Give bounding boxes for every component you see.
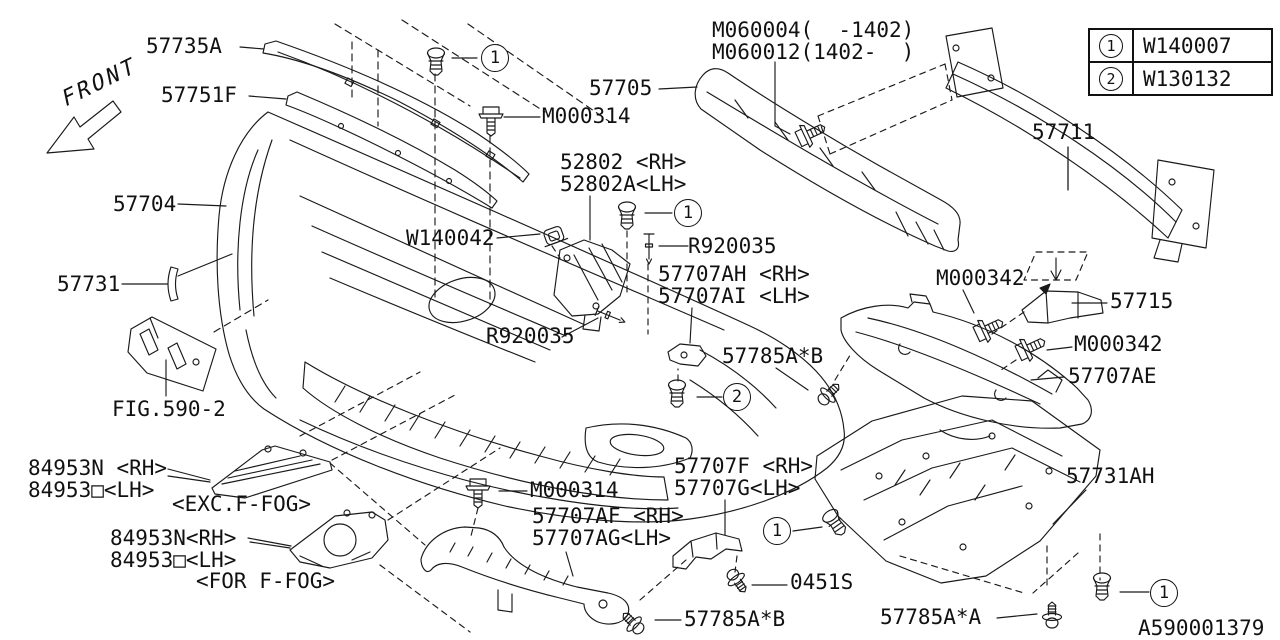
- part-label-57704: 57704: [113, 192, 177, 216]
- legend-table: 1 W140007 2 W130132: [1088, 28, 1273, 96]
- diagram-id: A590001379: [1138, 616, 1265, 640]
- part-label-57707AH-RH: 57707AH <RH>: [658, 262, 810, 286]
- front-arrow-icon: [46, 100, 122, 154]
- part-license-bracket: [127, 299, 269, 397]
- part-label-84953N-FOR-RH: 84953N<RH>: [110, 526, 237, 550]
- part-57735a-molding: [262, 40, 530, 183]
- part-label-M000314-top: M000314: [542, 104, 631, 128]
- part-57715-bracket: [1021, 283, 1108, 324]
- part-label-57785AB-1: 57785A*B: [722, 344, 824, 368]
- part-label-57731: 57731: [57, 272, 121, 296]
- legend-part-number-1: W140007: [1143, 33, 1232, 58]
- legend-callout-1: 1: [1099, 33, 1123, 58]
- part-label-57711: 57711: [1032, 120, 1096, 144]
- part-label-FIG-590-2: FIG.590-2: [112, 397, 226, 421]
- part-84953-cover-exc: [167, 371, 456, 499]
- part-label-57785AB-2: 57785A*B: [684, 607, 786, 631]
- legend-callout-cell-2: 2: [1090, 63, 1134, 94]
- part-label-57707AI-LH: 57707AI <LH>: [658, 284, 810, 308]
- part-label-52802-RH: 52802 <RH>: [560, 150, 687, 174]
- m060004-leader: [774, 61, 953, 155]
- legend-part-number-2: W130132: [1143, 66, 1232, 91]
- part-label-M000314-bottom: M000314: [530, 478, 619, 502]
- part-label-57785AA: 57785A*A: [880, 605, 982, 629]
- legend-row-1: 1 W140007: [1090, 30, 1271, 61]
- part-label-0451S: 0451S: [790, 570, 854, 594]
- part-57705-absorber: [694, 68, 961, 253]
- part-label-R920035-1: R920035: [688, 234, 777, 258]
- part-57704-bumper-face: [216, 111, 845, 523]
- part-label-52802A-LH: 52802A<LH>: [560, 172, 687, 196]
- callout-1-0: 1: [481, 44, 509, 72]
- part-label-M000342-2: M000342: [1074, 332, 1163, 356]
- part-label-M060004: M060004( -1402): [712, 18, 915, 42]
- part-label-57707F-RH: 57707F <RH>: [674, 454, 814, 478]
- part-label-FOR-F-FOG: <FOR F-FOG>: [196, 569, 336, 593]
- part-57707ah-bracket: [667, 307, 707, 382]
- part-label-M000342-1: M000342: [936, 266, 1025, 290]
- construction-dashes-top: [334, 19, 611, 306]
- m000342-target-dashes: [1023, 251, 1089, 281]
- part-label-57707AF-RH: 57707AF <RH>: [532, 504, 684, 528]
- part-label-57715: 57715: [1110, 289, 1174, 313]
- callout-2-2: 2: [723, 383, 751, 411]
- legend-callout-2: 2: [1099, 66, 1123, 91]
- m000342-leaders: [962, 289, 1073, 373]
- part-label-EXC-F-FOG: <EXC.F-FOG>: [172, 492, 312, 516]
- part-57751f-retainer: [285, 91, 498, 209]
- part-84953-cover-for: [249, 447, 501, 633]
- part-57731ah-under-cover: [814, 395, 1101, 594]
- part-label-R920035-2: R920035: [486, 324, 575, 348]
- part-label-84953-FOR-LH: 84953□<LH>: [110, 548, 237, 572]
- legend-callout-cell-1: 1: [1090, 30, 1134, 61]
- part-label-57707AG-LH: 57707AG<LH>: [532, 526, 672, 550]
- part-57711-beam: [945, 27, 1215, 263]
- legend-row-2: 2 W130132: [1090, 61, 1271, 94]
- part-label-57707AE: 57707AE: [1068, 364, 1157, 388]
- part-label-57751F: 57751F: [161, 83, 237, 107]
- part-57731-clip: [167, 253, 233, 302]
- part-57707af-under-spoiler: [329, 462, 687, 625]
- part-52802-bracket: [551, 230, 649, 335]
- part-label-57705: 57705: [589, 76, 653, 100]
- part-label-84953-EXC-LH: 84953□<LH>: [28, 478, 155, 502]
- part-label-57731AH: 57731AH: [1066, 464, 1155, 488]
- callout-1-3: 1: [763, 517, 791, 545]
- leader-lines: [121, 46, 1150, 621]
- part-57707ae-panel: [834, 293, 1092, 429]
- part-label-84953N-EXC-RH: 84953N <RH>: [28, 456, 168, 480]
- part-label-M060012: M060012(1402- ): [712, 40, 915, 64]
- callout-1-1: 1: [674, 199, 702, 227]
- callout-1-4: 1: [1150, 579, 1178, 607]
- part-label-57735A: 57735A: [146, 34, 222, 58]
- part-label-57707G-LH: 57707G<LH>: [674, 476, 801, 500]
- part-label-W140042: W140042: [406, 226, 495, 250]
